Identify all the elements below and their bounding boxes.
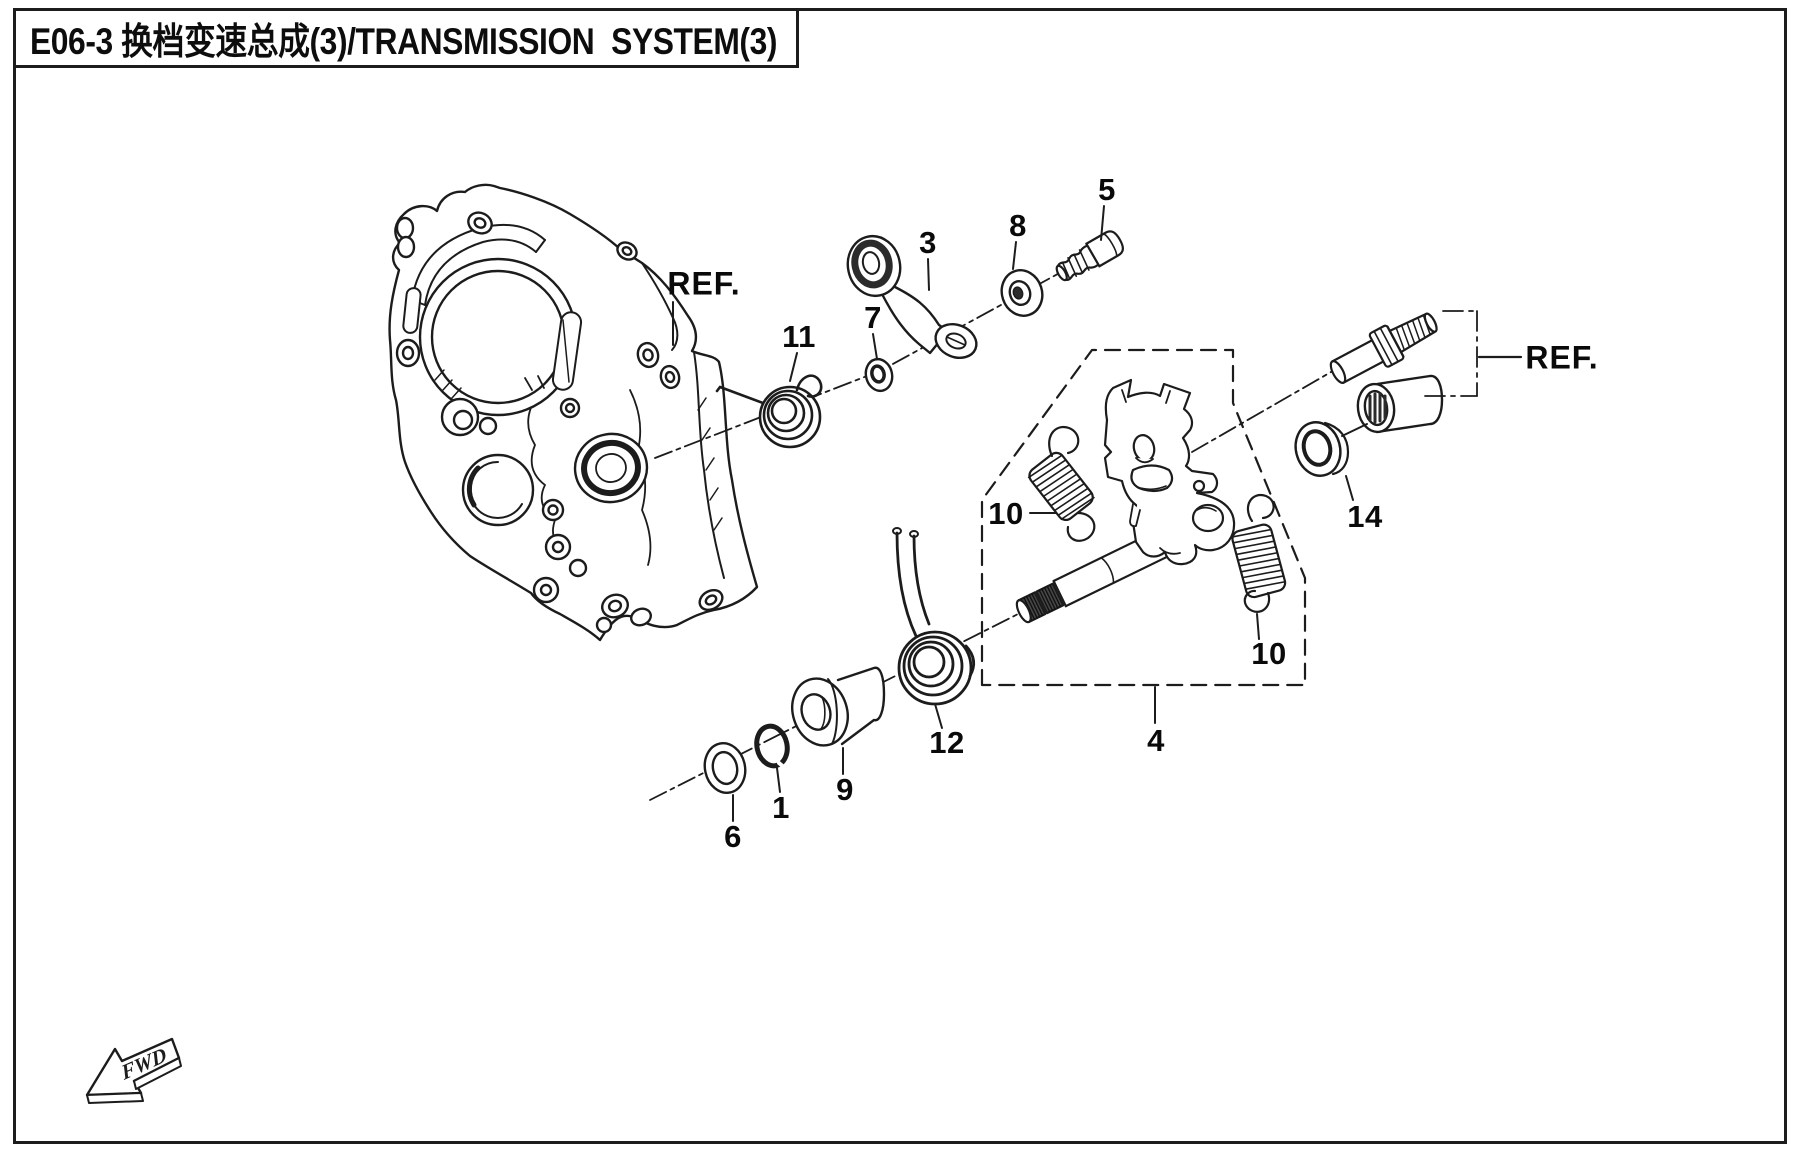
extension-spring-10-right	[1230, 493, 1287, 613]
extension-spring-10-left	[1027, 425, 1096, 542]
part-label-11: 11	[782, 319, 816, 354]
bolt-5	[1055, 230, 1124, 282]
part-label-10-left: 10	[988, 496, 1024, 531]
title-bar: E06-3 换档变速总成(3)/TRANSMISSION SYSTEM(3)	[13, 8, 799, 68]
washer-7	[864, 357, 894, 393]
part-label-8: 8	[1009, 208, 1027, 243]
page-border	[13, 8, 1787, 1144]
part-label-ref-left: REF.	[667, 265, 741, 302]
bushing-9	[791, 666, 886, 747]
gearshift-arm-3	[846, 234, 978, 359]
part-label-4: 4	[1147, 723, 1165, 758]
collar-14	[1294, 421, 1368, 477]
part-label-10-right: 10	[1251, 636, 1287, 671]
torsion-spring-12	[892, 527, 976, 706]
label-leader-lines	[672, 205, 1354, 822]
washer-8	[1000, 269, 1044, 317]
part-label-6: 6	[724, 819, 742, 854]
ref-stud-bolt	[1329, 312, 1438, 384]
shift-plate-4	[1103, 378, 1236, 566]
part-label-14: 14	[1347, 499, 1383, 534]
part-label-9: 9	[836, 772, 854, 807]
part-label-5: 5	[1098, 172, 1116, 207]
part-label-ref-right: REF.	[1525, 339, 1599, 376]
part-label-7: 7	[864, 300, 882, 335]
snap-ring-1	[754, 723, 790, 772]
part-label-1: 1	[772, 790, 790, 825]
torsion-spring-11	[715, 374, 823, 449]
needle-bearing	[1356, 374, 1444, 434]
part-label-12: 12	[929, 725, 965, 760]
assembly-4-dashed-box	[980, 348, 1307, 687]
fwd-arrow: FWD	[85, 1037, 182, 1104]
page-title: E06-3 换档变速总成(3)/TRANSMISSION SYSTEM(3)	[30, 21, 778, 62]
engine-cover-outline	[388, 183, 759, 642]
part-label-3: 3	[919, 225, 937, 260]
washer-6	[703, 741, 747, 795]
ref-right-bracket	[1424, 310, 1478, 397]
